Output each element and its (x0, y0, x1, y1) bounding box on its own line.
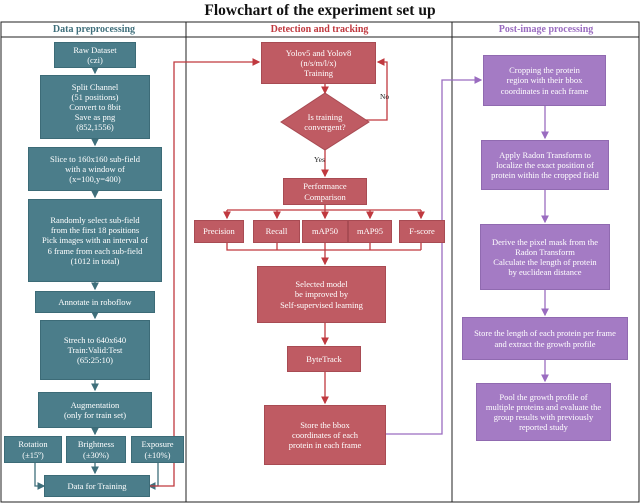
pixel-mask-node: Derive the pixel mask from the Radon Tra… (480, 224, 610, 290)
rotation-node: Rotation (±15º) (4, 436, 62, 463)
bytetrack-node: ByteTrack (287, 346, 361, 372)
decision-diamond (280, 92, 370, 151)
exposure-node: Exposure (±10%) (131, 436, 184, 463)
random-select-node: Randomly select sub-field from the first… (28, 199, 162, 282)
data-for-training-node: Data for Training (44, 475, 150, 497)
selected-model-node: Selected model be improved by Self-super… (257, 266, 386, 323)
column-header-post: Post-image processing (498, 24, 594, 35)
split-channel-node: Split Channel (51 positions) Convert to … (40, 75, 150, 139)
chart-title: Flowchart of the experiment set up (204, 2, 436, 19)
decision-label: Is training convergent? (304, 112, 346, 132)
no-label: No (380, 92, 390, 101)
metric-recall-node: Recall (253, 220, 300, 243)
radon-transform-node: Apply Radon Transform to localize the ex… (481, 140, 609, 190)
stretch-node: Strech to 640x640 Train:Valid:Test (65:2… (40, 320, 150, 380)
brightness-node: Brightness (±30%) (66, 436, 126, 463)
raw-dataset-node: Raw Dataset (czi) (54, 42, 136, 68)
column-header-preprocessing: Data preprocessing (52, 24, 136, 35)
metric-map95-node: mAP95 (348, 220, 392, 243)
yolo-training-node: Yolov5 and Yolov8 (n/s/m/l/x) Training (261, 42, 376, 84)
pool-profile-node: Pool the growth profile of multiple prot… (476, 383, 611, 441)
column-header-detection: Detection and tracking (270, 24, 369, 35)
slice-node: Slice to 160x160 sub-field with a window… (28, 147, 162, 191)
detection-arrows (150, 58, 425, 487)
store-length-node: Store the length of each protein per fra… (462, 317, 628, 360)
metric-precision-node: Precision (194, 220, 244, 243)
cropping-node: Cropping the protein region with their b… (483, 55, 606, 106)
metric-map50-node: mAP50 (302, 220, 348, 243)
post-arrows (386, 76, 549, 435)
metric-fscore-node: F-score (399, 220, 445, 243)
yes-label: Yes (314, 155, 325, 164)
annotate-node: Annotate in roboflow (35, 291, 155, 313)
augmentation-node: Augmentation (only for train set) (38, 392, 152, 428)
performance-comparison-node: Performance Comparison (283, 178, 367, 205)
store-bbox-node: Store the bbox coordinates of each prote… (264, 405, 386, 465)
